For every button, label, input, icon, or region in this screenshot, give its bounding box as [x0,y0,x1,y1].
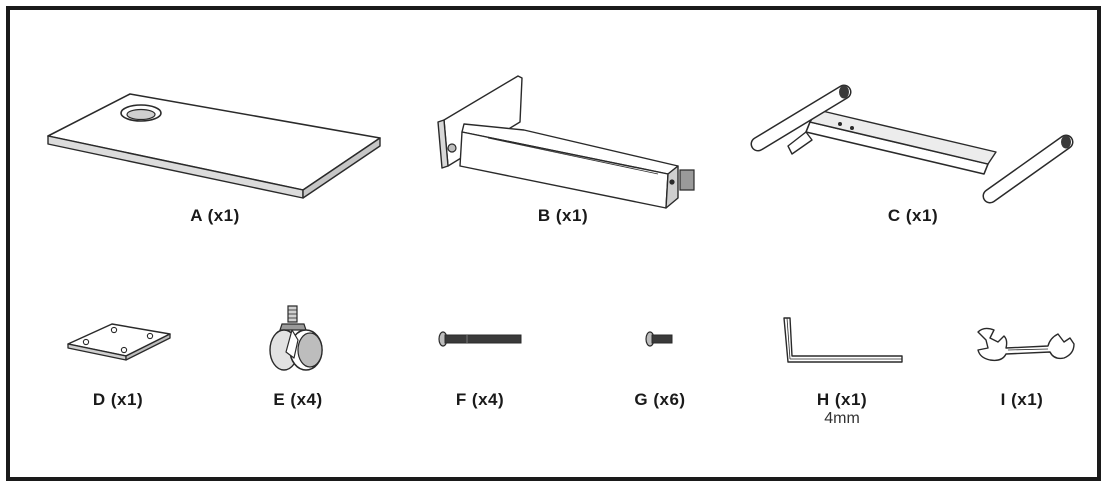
part-f-label: F (x4) [455,390,505,409]
parts-sheet: A (x1) B (x1) C (x1) D (x1) E (x4) F (x4… [6,6,1101,481]
crossbeam-icon [428,70,698,206]
part-c-label: C (x1) [887,206,939,225]
part-a-label: A (x1) [190,206,240,225]
part-d-label: D (x1) [92,390,144,409]
part-g-label: G (x6) [634,390,686,409]
mounting-plate-icon [64,318,176,366]
caster-wheel-icon [258,304,334,376]
part-h-size: 4mm [824,410,860,427]
part-h-label: H (x1) [816,390,868,409]
part-i-label: I (x1) [1000,390,1044,409]
allen-key-icon [780,314,910,366]
wrench-icon [974,324,1078,364]
frame-icon [748,82,1080,206]
part-b-label: B (x1) [537,206,589,225]
tabletop-icon [40,88,390,206]
short-bolt-icon [644,330,674,348]
part-e-label: E (x4) [273,390,323,409]
long-bolt-icon [437,330,523,348]
